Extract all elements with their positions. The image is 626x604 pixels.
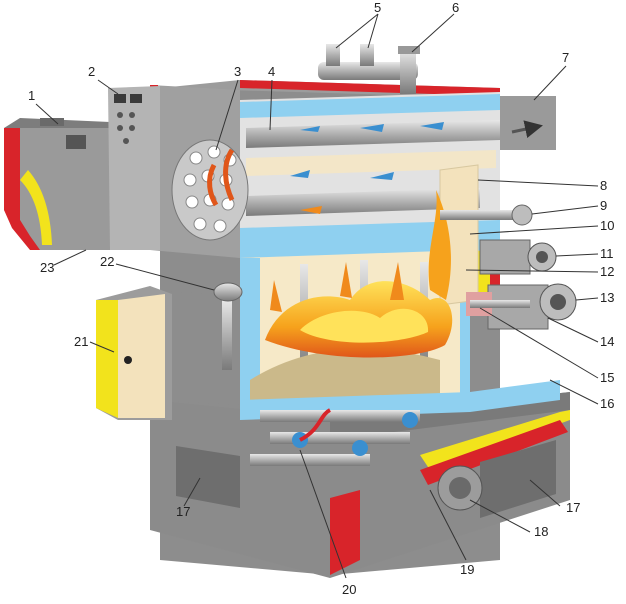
label-20: 20 [342,582,356,597]
label-1: 1 [28,88,35,103]
label-5: 5 [374,0,381,15]
burner-icon [466,239,577,330]
left-control-box [4,118,110,250]
heat-exchanger [171,92,556,258]
label-4: 4 [268,64,275,79]
chimney-connector [318,44,420,94]
label-11: 11 [600,246,614,261]
label-15: 15 [600,370,614,385]
fan-icon [437,465,483,511]
label-21: 21 [74,334,88,349]
label-23: 23 [40,260,54,275]
label-17-left: 17 [176,504,190,519]
leader-lines [35,13,599,579]
label-17-right: 17 [566,500,580,515]
label-9: 9 [600,198,607,213]
label-10: 10 [600,218,614,233]
label-7: 7 [562,50,569,65]
label-22: 22 [100,254,114,269]
label-3: 3 [234,64,241,79]
label-2: 2 [88,64,95,79]
firing-door [96,286,172,420]
grate [250,408,420,466]
label-16: 16 [600,396,614,411]
control-panel [108,86,160,250]
callout-labels: 1 2 3 4 5 6 7 8 9 10 11 12 13 14 15 16 1… [28,0,614,597]
label-19: 19 [460,562,474,577]
door-handle [213,282,243,302]
gas-flow-arrow-icon [290,122,444,214]
label-13: 13 [600,290,614,305]
label-8: 8 [600,178,607,193]
label-6: 6 [452,0,459,15]
flame-icon [265,190,453,358]
label-12: 12 [600,264,614,279]
label-14: 14 [600,334,614,349]
feed-pipe [440,210,520,220]
label-18: 18 [534,524,548,539]
